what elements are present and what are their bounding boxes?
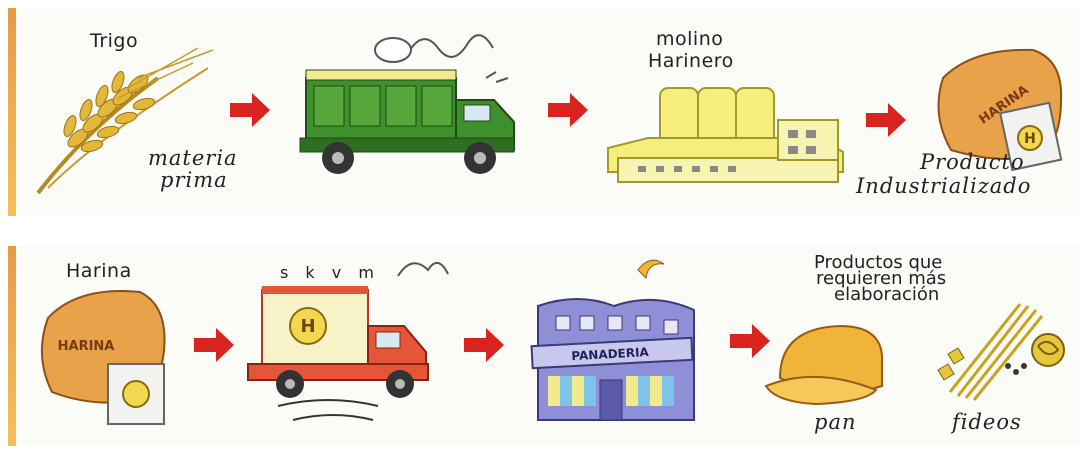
mill-label-line2: Harinero xyxy=(648,50,734,72)
arrow-icon xyxy=(230,93,270,127)
sack-label: HARINA xyxy=(58,339,115,354)
van-sound-text: s k v m xyxy=(280,263,380,282)
bread-icon xyxy=(766,326,882,404)
elaborated-products-line3: elaboración xyxy=(834,286,939,303)
truck-icon xyxy=(300,35,514,174)
flour-sack-icon: HARINA xyxy=(42,291,165,424)
noodles-icon xyxy=(938,304,1064,400)
bottom-flow-panel: HARINA H s k v m xyxy=(8,246,1080,446)
mill-label-line1: molino xyxy=(656,28,723,50)
wheat-label: Trigo xyxy=(90,30,138,52)
arrow-icon xyxy=(194,328,234,362)
arrow-icon xyxy=(548,93,588,127)
industrial-product-line1: Producto xyxy=(920,150,1025,174)
delivery-van-icon: H s k v m xyxy=(248,263,448,420)
box-letter: H xyxy=(1024,131,1036,147)
raw-material-note-line2: prima xyxy=(160,168,228,192)
bakery-icon: PANADERIA xyxy=(532,260,694,420)
noodles-label: fideos xyxy=(952,410,1022,434)
flour-mill-icon xyxy=(608,88,843,182)
arrow-icon xyxy=(866,103,906,137)
industrial-product-line2: Industrializado xyxy=(856,174,1031,198)
arrow-icon xyxy=(730,324,770,358)
raw-material-note-line1: materia xyxy=(148,146,238,170)
bread-label: pan xyxy=(814,410,857,434)
flour-label: Harina xyxy=(66,260,132,282)
arrow-icon xyxy=(464,328,504,362)
top-flow-panel: HARINA H Trigo materia prima molino Hari… xyxy=(8,8,1080,216)
van-logo: H xyxy=(300,316,315,337)
